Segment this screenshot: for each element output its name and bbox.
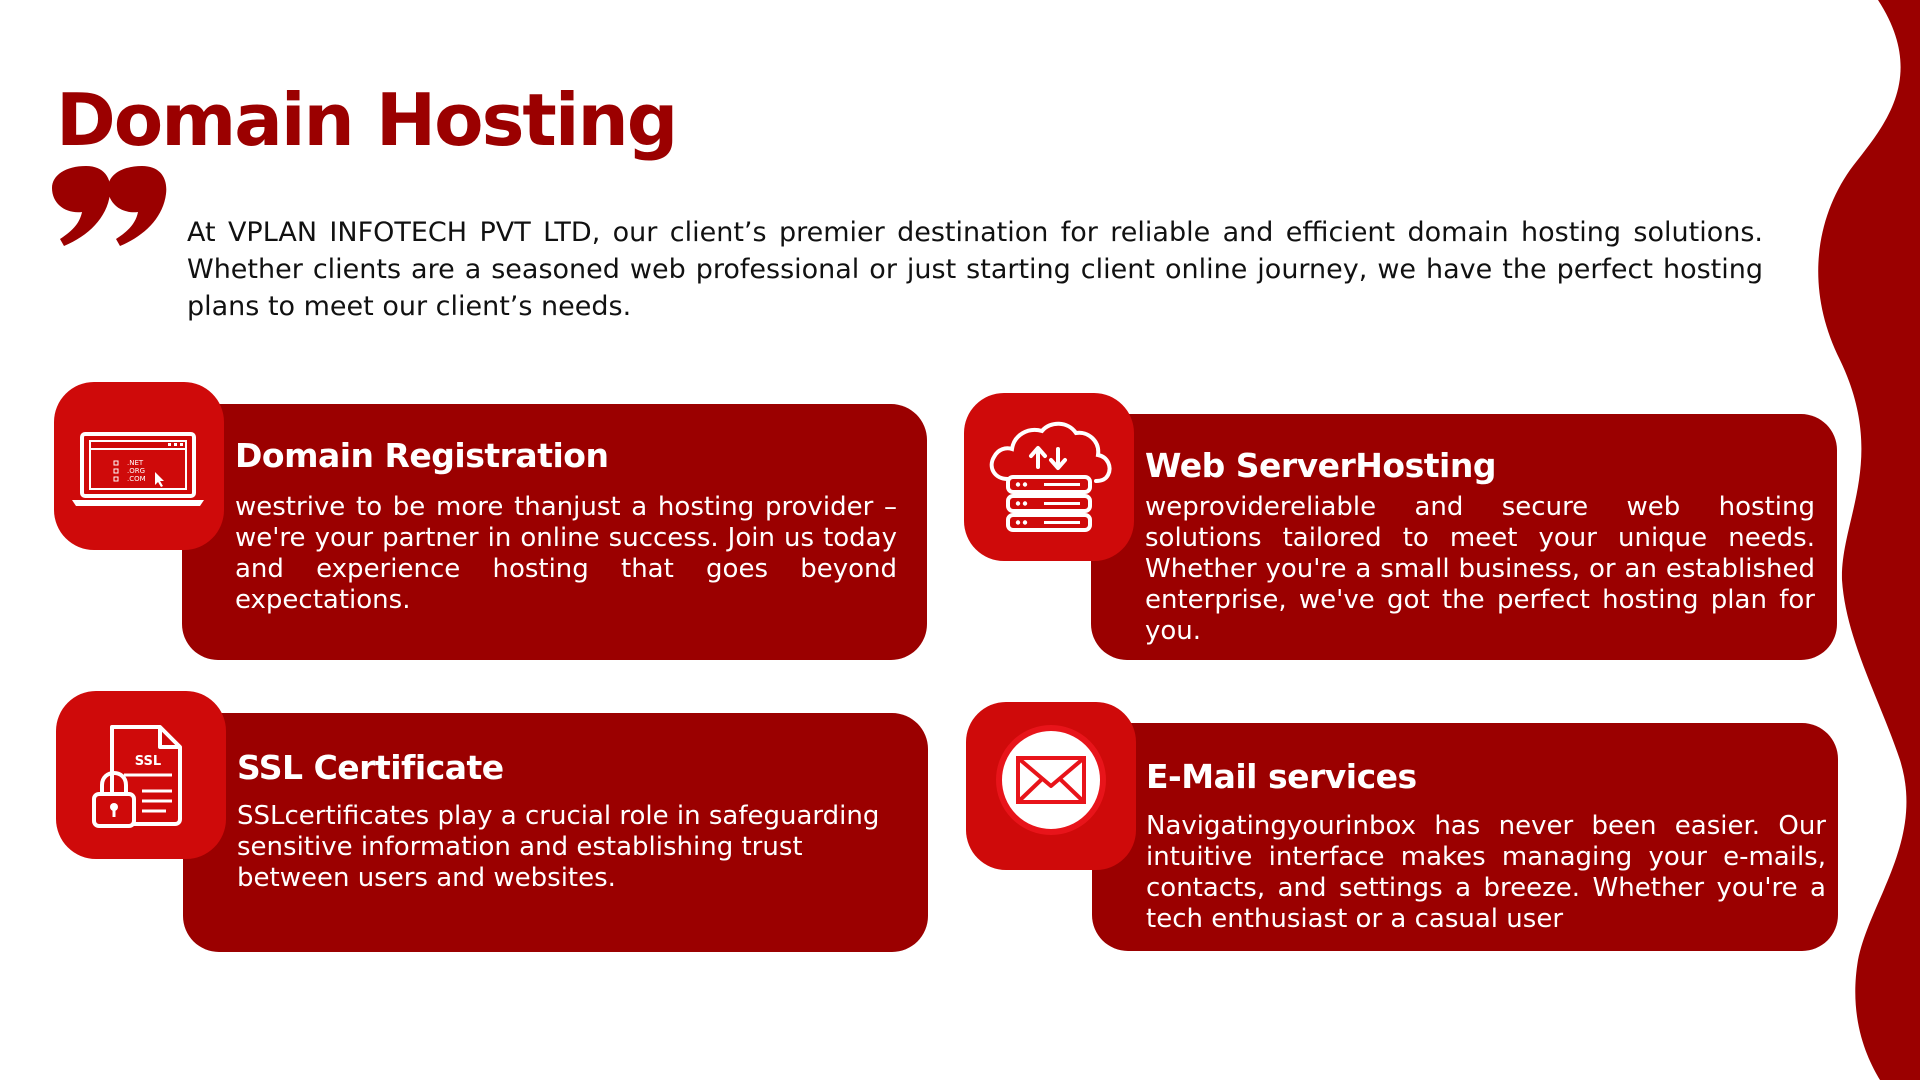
ssl-label: SSL — [135, 754, 161, 769]
page-title: Domain Hosting — [56, 78, 678, 162]
card-description: weprovidereliable and secure web hosting… — [1145, 492, 1815, 646]
card-domain-registration: Domain Registration westrive to be more … — [182, 404, 927, 660]
card-description: Navigatingyourinbox has never been easie… — [1146, 811, 1826, 934]
card-title: E-Mail services — [1146, 757, 1417, 796]
card-web-server-hosting: Web ServerHosting weprovidereliable and … — [1091, 414, 1837, 660]
card-title: SSL Certificate — [237, 748, 504, 787]
card-description: SSLcertificates play a crucial role in s… — [237, 801, 880, 893]
envelope-icon — [966, 702, 1136, 870]
card-title: Domain Registration — [235, 436, 609, 475]
icon-label-org: .ORG — [127, 467, 145, 475]
quote-icon — [52, 166, 167, 246]
laptop-domain-icon: .NET .ORG .COM — [54, 382, 224, 550]
icon-label-net: .NET — [127, 459, 144, 467]
card-description: westrive to be more thanjust a hosting p… — [235, 492, 897, 615]
ssl-certificate-icon: SSL — [56, 691, 226, 859]
card-title: Web ServerHosting — [1145, 446, 1496, 485]
intro-paragraph: At VPLAN INFOTECH PVT LTD, our client’s … — [187, 217, 1763, 322]
card-ssl-certificate: SSL Certificate SSLcertificates play a c… — [183, 713, 928, 952]
icon-label-com: .COM — [127, 475, 146, 483]
card-email-services: E-Mail services Navigatingyourinbox has … — [1092, 723, 1838, 951]
cloud-server-icon — [964, 393, 1134, 561]
